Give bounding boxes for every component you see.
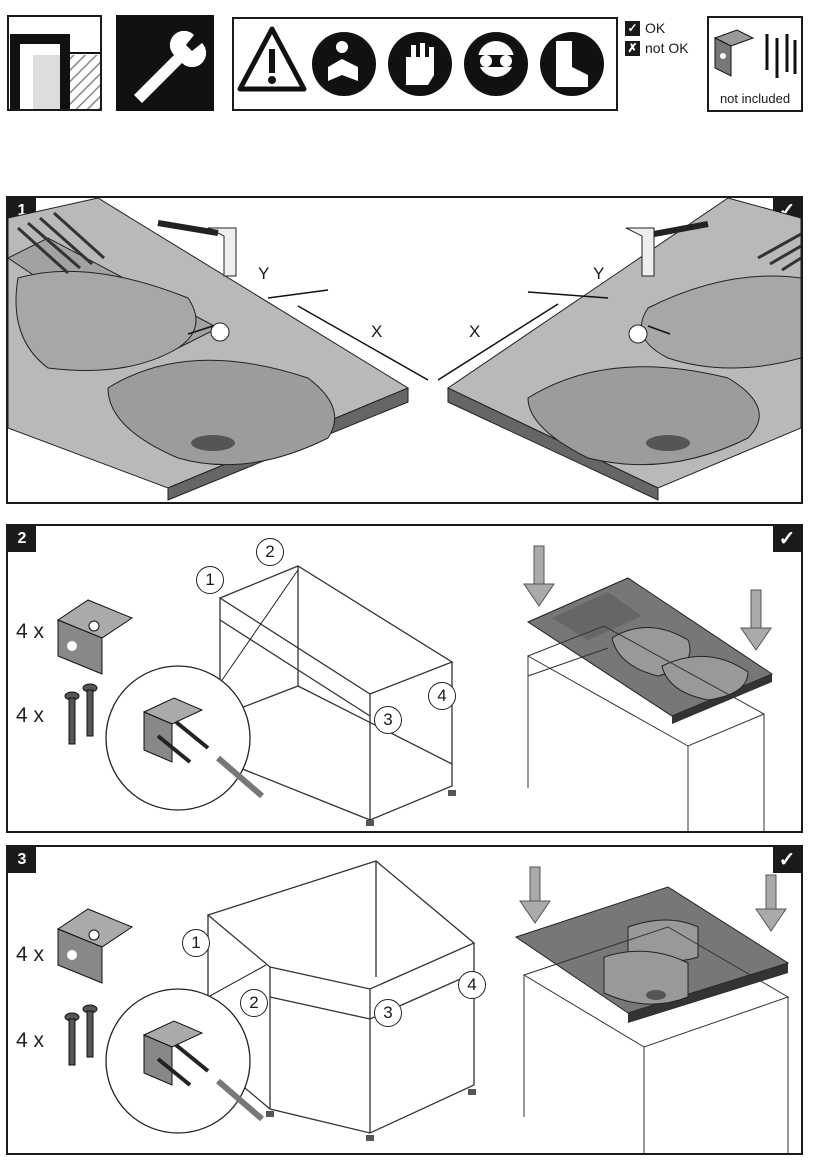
callout-3: 3	[374, 999, 402, 1027]
bracket-icon	[56, 908, 134, 984]
goggles-icon	[464, 32, 528, 96]
ok-check-icon: ✓	[625, 20, 640, 36]
bracket-icon	[713, 29, 755, 77]
screws-icon	[765, 34, 797, 78]
callout-4: 4	[458, 971, 486, 999]
left-dim-y-label: Y	[258, 264, 270, 283]
screws-icon	[64, 1004, 98, 1066]
step-3-panel: 3 ✓	[6, 845, 803, 1155]
step-1-panel: 1 ✓	[6, 196, 803, 504]
screws-quantity: 4 x	[16, 704, 45, 727]
cabinet-frame	[218, 565, 454, 821]
callout-2: 2	[256, 538, 284, 566]
right-dim-y-label: Y	[593, 264, 605, 283]
not-included-label: not included	[719, 91, 791, 106]
read-manual-icon	[312, 32, 376, 96]
callout-1: 1	[182, 929, 210, 957]
down-arrow-icon	[523, 545, 772, 651]
boots-icon	[540, 32, 604, 96]
brackets-quantity: 4 x	[16, 620, 45, 643]
warning-icon	[237, 26, 307, 92]
ok-legend: ✓ OK ✗ not OK	[625, 18, 689, 58]
not-ok-label: not OK	[645, 40, 689, 56]
callout-2: 2	[240, 989, 268, 1017]
down-arrow-icon	[519, 866, 787, 932]
screws-icon	[64, 683, 98, 745]
gloves-icon	[388, 32, 452, 96]
callout-3: 3	[374, 706, 402, 734]
step-2-panel: 2 ✓	[6, 524, 803, 833]
left-dimension-lines	[187, 289, 429, 381]
cabinet-assembly-diagram	[56, 545, 774, 831]
detail-magnifier	[105, 964, 267, 1134]
wrench-icon	[116, 15, 214, 111]
callout-4: 4	[428, 682, 456, 710]
safety-icons-panel	[232, 17, 618, 111]
cabinet-feet	[266, 1089, 476, 1141]
cabinet-feet	[366, 790, 456, 826]
step-number: 2	[8, 526, 36, 552]
corner-sink-dropping	[514, 886, 790, 1153]
detail-magnifier	[105, 569, 299, 811]
left-sink-worktop	[8, 198, 410, 501]
left-dim-x-label: X	[371, 322, 383, 341]
step-ok-icon: ✓	[773, 847, 801, 873]
callout-1: 1	[196, 566, 224, 594]
right-dimension-lines	[437, 291, 671, 381]
right-dim-x-label: X	[469, 322, 481, 341]
ok-label: OK	[645, 20, 666, 36]
brackets-quantity: 4 x	[16, 943, 45, 966]
sink-dropping-on-cabinet	[526, 577, 774, 831]
corner-cabinet-diagram	[56, 860, 790, 1153]
right-sink-worktop	[446, 198, 801, 501]
step-number: 3	[8, 847, 36, 873]
step-ok-icon: ✓	[773, 526, 801, 552]
sink-placement-diagram	[8, 198, 801, 501]
not-ok-cross-icon: ✗	[625, 40, 640, 56]
not-included-box: not included	[707, 16, 803, 112]
bracket-icon	[56, 599, 134, 675]
screws-quantity: 4 x	[16, 1029, 45, 1052]
worktop-edge-icon	[7, 15, 102, 111]
